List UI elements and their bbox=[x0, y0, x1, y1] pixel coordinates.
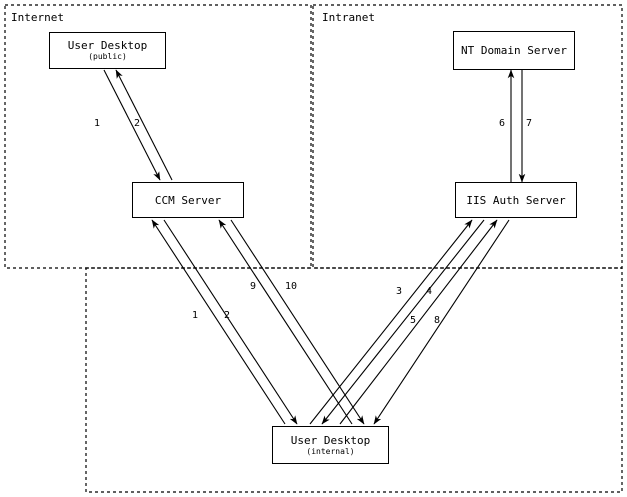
edge-label-7: 7 bbox=[526, 118, 533, 129]
edge-label-8: 8 bbox=[434, 315, 441, 326]
edge-label-2-internal: 2 bbox=[224, 310, 231, 321]
edge-label-6: 6 bbox=[499, 118, 506, 129]
edge-1-internal-line bbox=[151, 219, 286, 425]
node-user-desktop-internal[interactable]: User Desktop (internal) bbox=[272, 426, 389, 464]
edge-label-3: 3 bbox=[396, 286, 403, 297]
edge-5-line bbox=[339, 219, 498, 425]
edge-8-line bbox=[373, 219, 510, 425]
node-title-user-desktop-public: User Desktop bbox=[67, 39, 148, 52]
node-user-desktop-public[interactable]: User Desktop (public) bbox=[49, 32, 166, 69]
node-title-nt-domain-server: NT Domain Server bbox=[461, 44, 567, 57]
edge-label-5: 5 bbox=[410, 315, 417, 326]
node-title-iis-auth-server: IIS Auth Server bbox=[466, 193, 566, 207]
node-iis-auth-server[interactable]: IIS Auth Server bbox=[455, 182, 577, 218]
zone-label-internet: Internet bbox=[11, 11, 64, 24]
zone-internal-lan-border bbox=[85, 267, 623, 493]
node-nt-domain-server[interactable]: NT Domain Server bbox=[453, 31, 575, 70]
edge-1-line bbox=[103, 69, 161, 181]
zone-intranet-border bbox=[312, 4, 623, 269]
edge-label-1-internal: 1 bbox=[192, 310, 199, 321]
edge-label-1: 1 bbox=[94, 118, 101, 129]
edge-3-line bbox=[309, 219, 473, 425]
zone-label-intranet: Intranet bbox=[322, 11, 375, 24]
edge-label-9: 9 bbox=[250, 281, 257, 292]
node-ccm-server[interactable]: CCM Server bbox=[132, 182, 244, 218]
node-title-user-desktop-internal: User Desktop bbox=[290, 433, 371, 447]
edge-label-10: 10 bbox=[285, 281, 298, 292]
edge-10-line bbox=[230, 219, 365, 425]
edge-2-internal-line bbox=[163, 219, 298, 425]
edge-4-line bbox=[321, 219, 485, 425]
node-subtitle-user-desktop-internal: (internal) bbox=[306, 446, 355, 456]
edge-label-2: 2 bbox=[134, 118, 141, 129]
edge-2-line bbox=[115, 69, 173, 181]
node-title-ccm-server: CCM Server bbox=[154, 193, 222, 207]
edge-9-line bbox=[218, 219, 353, 425]
edge-label-4: 4 bbox=[426, 286, 433, 297]
node-subtitle-user-desktop-public: (public) bbox=[88, 52, 127, 61]
